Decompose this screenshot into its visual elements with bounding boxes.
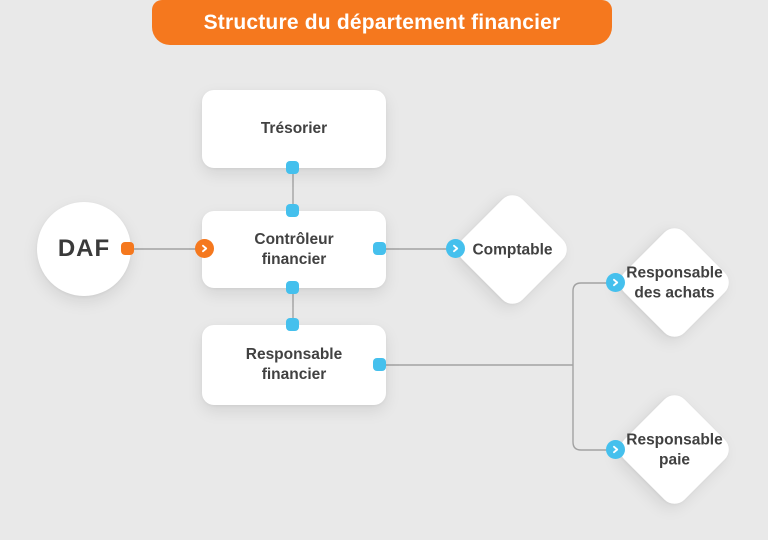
node-comptable-inner: Comptable [451,240,575,260]
arrow-badge-comptable-left [446,239,465,258]
handle-daf-right [121,242,134,255]
node-controleur-financier: Contrôleur financier [202,211,386,288]
node-responsable-financier: Responsable financier [202,325,386,405]
title-banner: Structure du département financier [152,0,612,45]
node-responsable-paie-inner: Responsable paie [613,430,737,470]
arrow-badge-controleur-left [195,239,214,258]
node-tresorier: Trésorier [202,90,386,168]
chevron-right-icon [202,244,208,253]
handle-controleur-bottom [286,281,299,294]
chevron-right-icon [613,445,619,454]
handle-controleur-top [286,204,299,217]
node-daf-label: DAF [57,234,111,262]
handle-responsable-right [373,358,386,371]
page-title: Structure du département financier [203,10,561,34]
node-daf: DAF [37,202,131,296]
chevron-right-icon [453,244,459,253]
handle-responsable-top [286,318,299,331]
node-tresorier-label: Trésorier [260,120,328,138]
node-controleur-financier-label: Contrôleur financier [254,230,334,268]
chevron-right-icon [613,278,619,287]
arrow-badge-achats-left [606,273,625,292]
node-comptable-label: Comptable [472,240,553,258]
edge-responsable-branches [572,282,609,451]
node-responsable-des-achats-inner: Responsable des achats [613,263,737,303]
handle-tresorier-bottom [286,161,299,174]
arrow-badge-paie-left [606,440,625,459]
node-responsable-financier-label: Responsable financier [245,346,343,383]
node-responsable-des-achats-label: Responsable des achats [626,263,723,301]
node-responsable-paie-label: Responsable paie [626,430,723,468]
handle-controleur-right [373,242,386,255]
